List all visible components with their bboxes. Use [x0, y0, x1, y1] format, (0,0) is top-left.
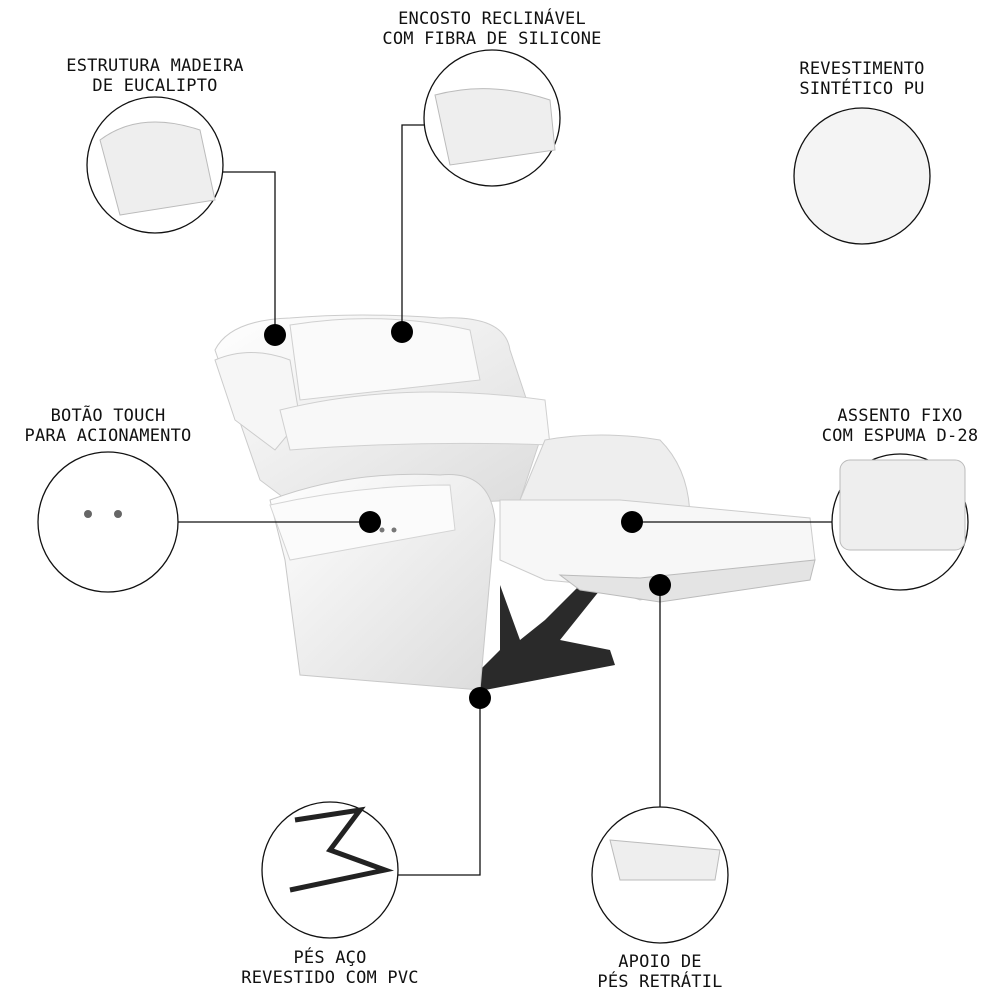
detail-circle-revestimento [793, 107, 931, 245]
detail-circle-pes [261, 801, 399, 939]
label-line: ESTRUTURA MADEIRA [66, 56, 244, 76]
label-line: REVESTIDO COM PVC [241, 968, 419, 988]
marker-dot-apoio [649, 574, 671, 596]
label-line: COM FIBRA DE SILICONE [382, 29, 602, 49]
marker-dot-botao [359, 511, 381, 533]
label-botao: BOTÃO TOUCH PARA ACIONAMENTO [25, 406, 192, 446]
label-line: REVESTIMENTO [799, 59, 925, 79]
label-estrutura: ESTRUTURA MADEIRA DE EUCALIPTO [66, 56, 243, 96]
label-line: ENCOSTO RECLINÁVEL [398, 9, 586, 29]
marker-dot-estrutura [264, 324, 286, 346]
marker-dot-pes [469, 687, 491, 709]
label-apoio: APOIO DE PÉS RETRÁTIL [597, 952, 722, 992]
label-line: COM ESPUMA D-28 [821, 426, 979, 446]
label-pes: PÉS AÇO REVESTIDO COM PVC [241, 948, 418, 988]
label-line: PÉS RETRÁTIL [597, 972, 723, 992]
label-line: BOTÃO TOUCH [50, 406, 166, 426]
detail-circle-botao [37, 451, 179, 593]
label-revestimento: REVESTIMENTO SINTÉTICO PU [799, 59, 924, 99]
recliner-chair-image [214, 314, 816, 691]
label-line: ASSENTO FIXO [837, 406, 963, 426]
label-encosto: ENCOSTO RECLINÁVEL COM FIBRA DE SILICONE [382, 9, 601, 49]
leader-lines [178, 124, 832, 876]
label-line: PÉS AÇO [293, 948, 367, 968]
label-line: PARA ACIONAMENTO [24, 426, 192, 446]
label-line: APOIO DE [618, 952, 702, 972]
label-line: SINTÉTICO PU [799, 79, 925, 99]
label-line: DE EUCALIPTO [92, 76, 218, 96]
marker-dot-assento [621, 511, 643, 533]
label-assento: ASSENTO FIXO COM ESPUMA D-28 [822, 406, 979, 446]
marker-dot-encosto [391, 321, 413, 343]
